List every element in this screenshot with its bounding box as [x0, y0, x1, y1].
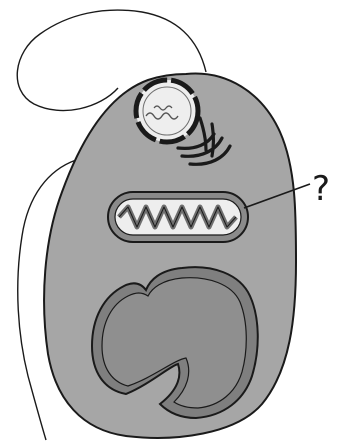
vacuole-membrane — [136, 80, 198, 142]
unknown-organelle-label: ? — [312, 169, 330, 209]
mitochondrion — [108, 192, 248, 242]
vacuole — [136, 80, 198, 142]
